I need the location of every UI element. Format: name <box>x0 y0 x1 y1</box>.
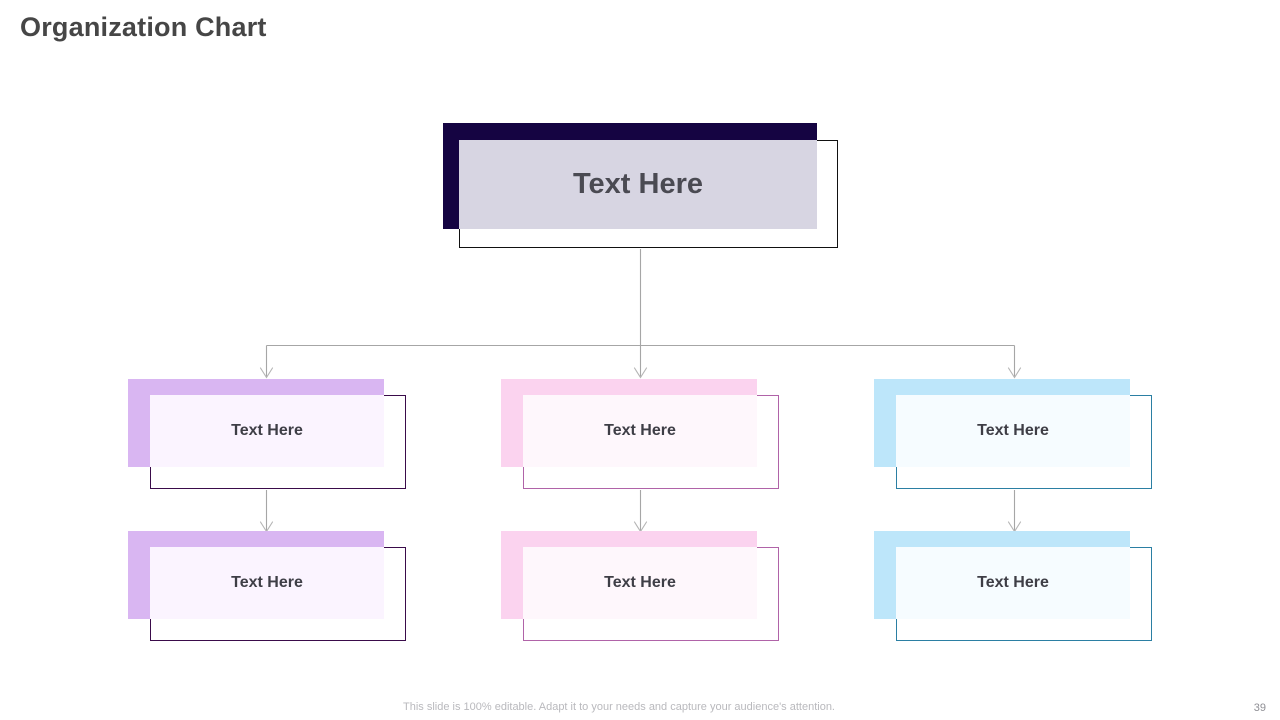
l2-left-fill-rect <box>150 395 384 467</box>
l3-mid-node-label: Text Here <box>604 574 676 591</box>
l3-right-node-label: Text Here <box>977 574 1049 591</box>
l2-right-fill-rect <box>896 395 1130 467</box>
page-number: 39 <box>1253 702 1266 714</box>
org-node-l3-right[interactable]: Text Here <box>874 531 1154 651</box>
org-node-l3-left[interactable]: Text Here <box>128 531 408 651</box>
arrowhead-left-l2 <box>259 367 274 379</box>
l2-right-node-label: Text Here <box>977 422 1049 439</box>
l3-left-fill-rect <box>150 547 384 619</box>
arrowhead-right-l2 <box>1007 367 1022 379</box>
arrowhead-mid-l2 <box>633 367 648 379</box>
l2-left-node-label: Text Here <box>231 422 303 439</box>
org-node-l2-middle[interactable]: Text Here <box>501 379 781 499</box>
l2-mid-fill-rect <box>523 395 757 467</box>
l3-mid-fill-rect <box>523 547 757 619</box>
l3-right-fill-rect <box>896 547 1130 619</box>
l2-mid-node-label: Text Here <box>604 422 676 439</box>
org-node-l2-left[interactable]: Text Here <box>128 379 408 499</box>
org-node-l3-middle[interactable]: Text Here <box>501 531 781 651</box>
footer-note: This slide is 100% editable. Adapt it to… <box>403 701 835 713</box>
l3-left-node-label: Text Here <box>231 574 303 591</box>
page-title: Organization Chart <box>20 12 267 42</box>
root-node-label: Text Here <box>572 168 704 200</box>
root-fill-rect <box>459 140 817 229</box>
org-node-root[interactable]: Text Here <box>443 123 843 253</box>
org-node-l2-right[interactable]: Text Here <box>874 379 1154 499</box>
